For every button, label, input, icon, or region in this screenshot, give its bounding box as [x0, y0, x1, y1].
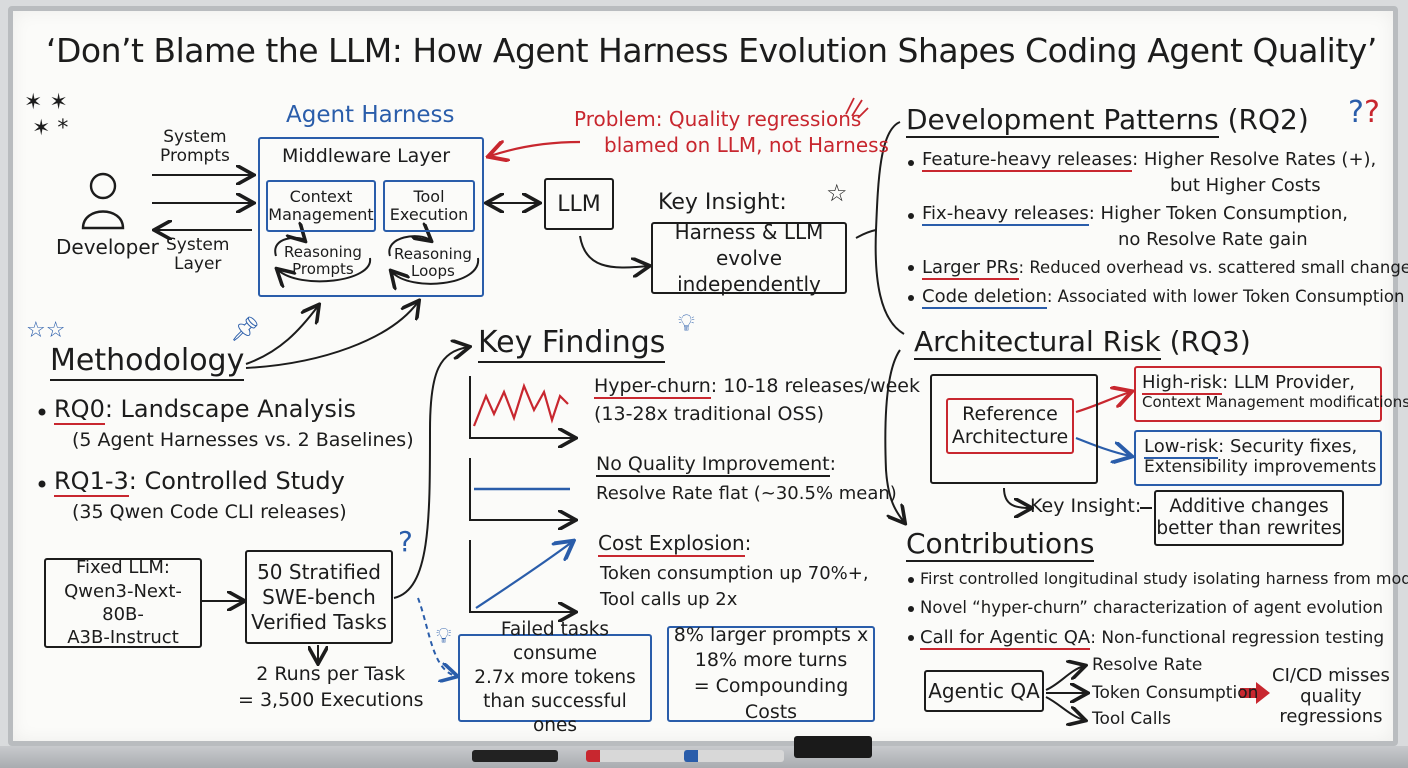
key-findings-heading: Key Findings [478, 325, 666, 363]
rq1-3-item: RQ1-3: Controlled Study [54, 467, 345, 497]
whiteboard [8, 6, 1398, 746]
pattern-larger-prs: Larger PRs: Reduced overhead vs. scatter… [922, 257, 1408, 280]
star-icon: ✶ ✶ [24, 90, 68, 115]
metric-token-consumption: Token Consumption [1092, 683, 1259, 703]
question-icon: ? [398, 525, 413, 558]
hyper-churn-chart [466, 372, 576, 442]
pushpin-icon: 📌︎ [230, 315, 261, 343]
agent-harness-box [258, 137, 484, 297]
llm-box: LLM [544, 178, 614, 230]
lightbulb-icon: 💡︎ [678, 309, 695, 337]
rq1-3-subtext: (35 Qwen Code CLI releases) [72, 501, 347, 523]
metric-tool-calls: Tool Calls [1092, 709, 1172, 729]
problem-statement-line2: blamed on LLM, not Harness [604, 133, 889, 157]
contribution-item-1: First controlled longitudinal study isol… [920, 569, 1408, 588]
problem-statement: Problem: Quality regressions [574, 107, 862, 131]
finding-cost-sub2: Tool calls up 2x [600, 589, 738, 610]
contribution-item-3: Call for Agentic QA: Non-functional regr… [920, 627, 1385, 650]
fixed-llm-box: Fixed LLM:Qwen3-Next-80B-A3B-Instruct [44, 557, 202, 648]
finding-cost-sub1: Token consumption up 70%+, [600, 563, 869, 584]
developer-label: Developer [56, 235, 159, 259]
middleware-layer-label: Middleware Layer [282, 145, 451, 167]
agent-harness-label: Agent Harness [286, 102, 455, 128]
red-marker[interactable] [586, 750, 686, 762]
lightbulb-icon: 💡︎ [436, 624, 452, 649]
architectural-risk-heading: Architectural Risk (RQ3) [914, 325, 1251, 360]
blue-marker[interactable] [684, 750, 784, 762]
rq0-item: RQ0: Landscape Analysis [54, 395, 356, 425]
cost-growth-chart [466, 538, 576, 616]
pattern-code-deletion: Code deletion: Associated with lower Tok… [922, 286, 1405, 309]
star-icon: ✶ * [32, 116, 69, 141]
eraser[interactable] [794, 736, 872, 758]
pattern-feature-heavy-sub: but Higher Costs [1170, 175, 1321, 196]
arch-key-insight-label: Key Insight: [1030, 495, 1142, 517]
finding-hyper-churn-sub: (13-28x traditional OSS) [594, 403, 824, 425]
pattern-fix-heavy-sub: no Resolve Rate gain [1118, 229, 1308, 250]
low-risk-box: Low-risk: Security fixes, Extensibility … [1134, 430, 1382, 486]
flat-quality-chart [466, 454, 576, 524]
developer-avatar-icon [80, 172, 126, 234]
black-marker[interactable] [472, 750, 558, 762]
page-title: ‘Don’t Blame the LLM: How Agent Harness … [46, 31, 1377, 70]
pattern-fix-heavy: Fix-heavy releases: Higher Token Consump… [922, 203, 1348, 226]
rq0-subtext: (5 Agent Harnesses vs. 2 Baselines) [72, 429, 414, 451]
methodology-heading: Methodology [50, 343, 245, 381]
contribution-item-2: Novel “hyper-churn” characterization of … [920, 598, 1384, 617]
finding-no-quality-sub: Resolve Rate flat (~30.5% mean) [596, 483, 897, 504]
high-risk-box: High-risk: LLM Provider, Context Managem… [1134, 366, 1408, 422]
finding-hyper-churn: Hyper-churn: 10-18 releases/week [594, 375, 920, 399]
marker-tray [0, 736, 1408, 768]
finding-no-quality: No Quality Improvement: [596, 453, 837, 477]
star-icon: ☆☆ [26, 318, 66, 343]
finding-cost-explosion: Cost Explosion: [598, 531, 752, 557]
star-icon: ☆ [826, 179, 848, 207]
key-insight-label: Key Insight: [658, 190, 787, 215]
development-patterns-heading: Development Patterns (RQ2) [906, 103, 1309, 138]
pattern-feature-heavy: Feature-heavy releases: Higher Resolve R… [922, 149, 1377, 172]
question-icon: ?? [1348, 95, 1380, 130]
reference-architecture-frame [930, 374, 1098, 484]
runs-label: 2 Runs per Task= 3,500 Executions [238, 663, 424, 711]
agentic-qa-box: Agentic QA [924, 670, 1044, 712]
contributions-heading: Contributions [906, 527, 1095, 563]
metric-resolve-rate: Resolve Rate [1092, 655, 1203, 675]
